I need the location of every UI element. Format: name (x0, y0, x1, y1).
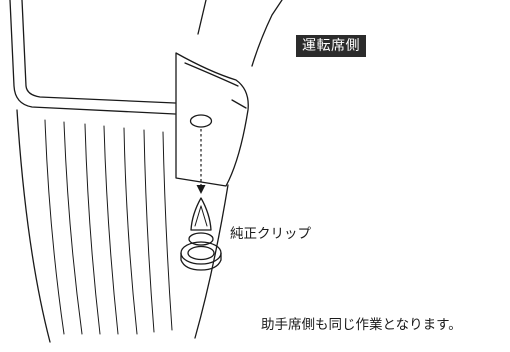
heel-pad (175, 52, 249, 187)
floor-mat-outline (9, 0, 283, 343)
mat-ribs (44, 119, 173, 335)
carpet-edge-line (197, 0, 207, 35)
clip-label: 純正クリップ (230, 226, 311, 242)
mounting-hole (189, 114, 213, 128)
passenger-side-note: 助手席側も同じ作業となります。 (261, 317, 462, 333)
arrow-down-icon (196, 185, 206, 194)
clip-icon (180, 197, 222, 271)
driver-side-label: 運転席側 (296, 35, 366, 57)
